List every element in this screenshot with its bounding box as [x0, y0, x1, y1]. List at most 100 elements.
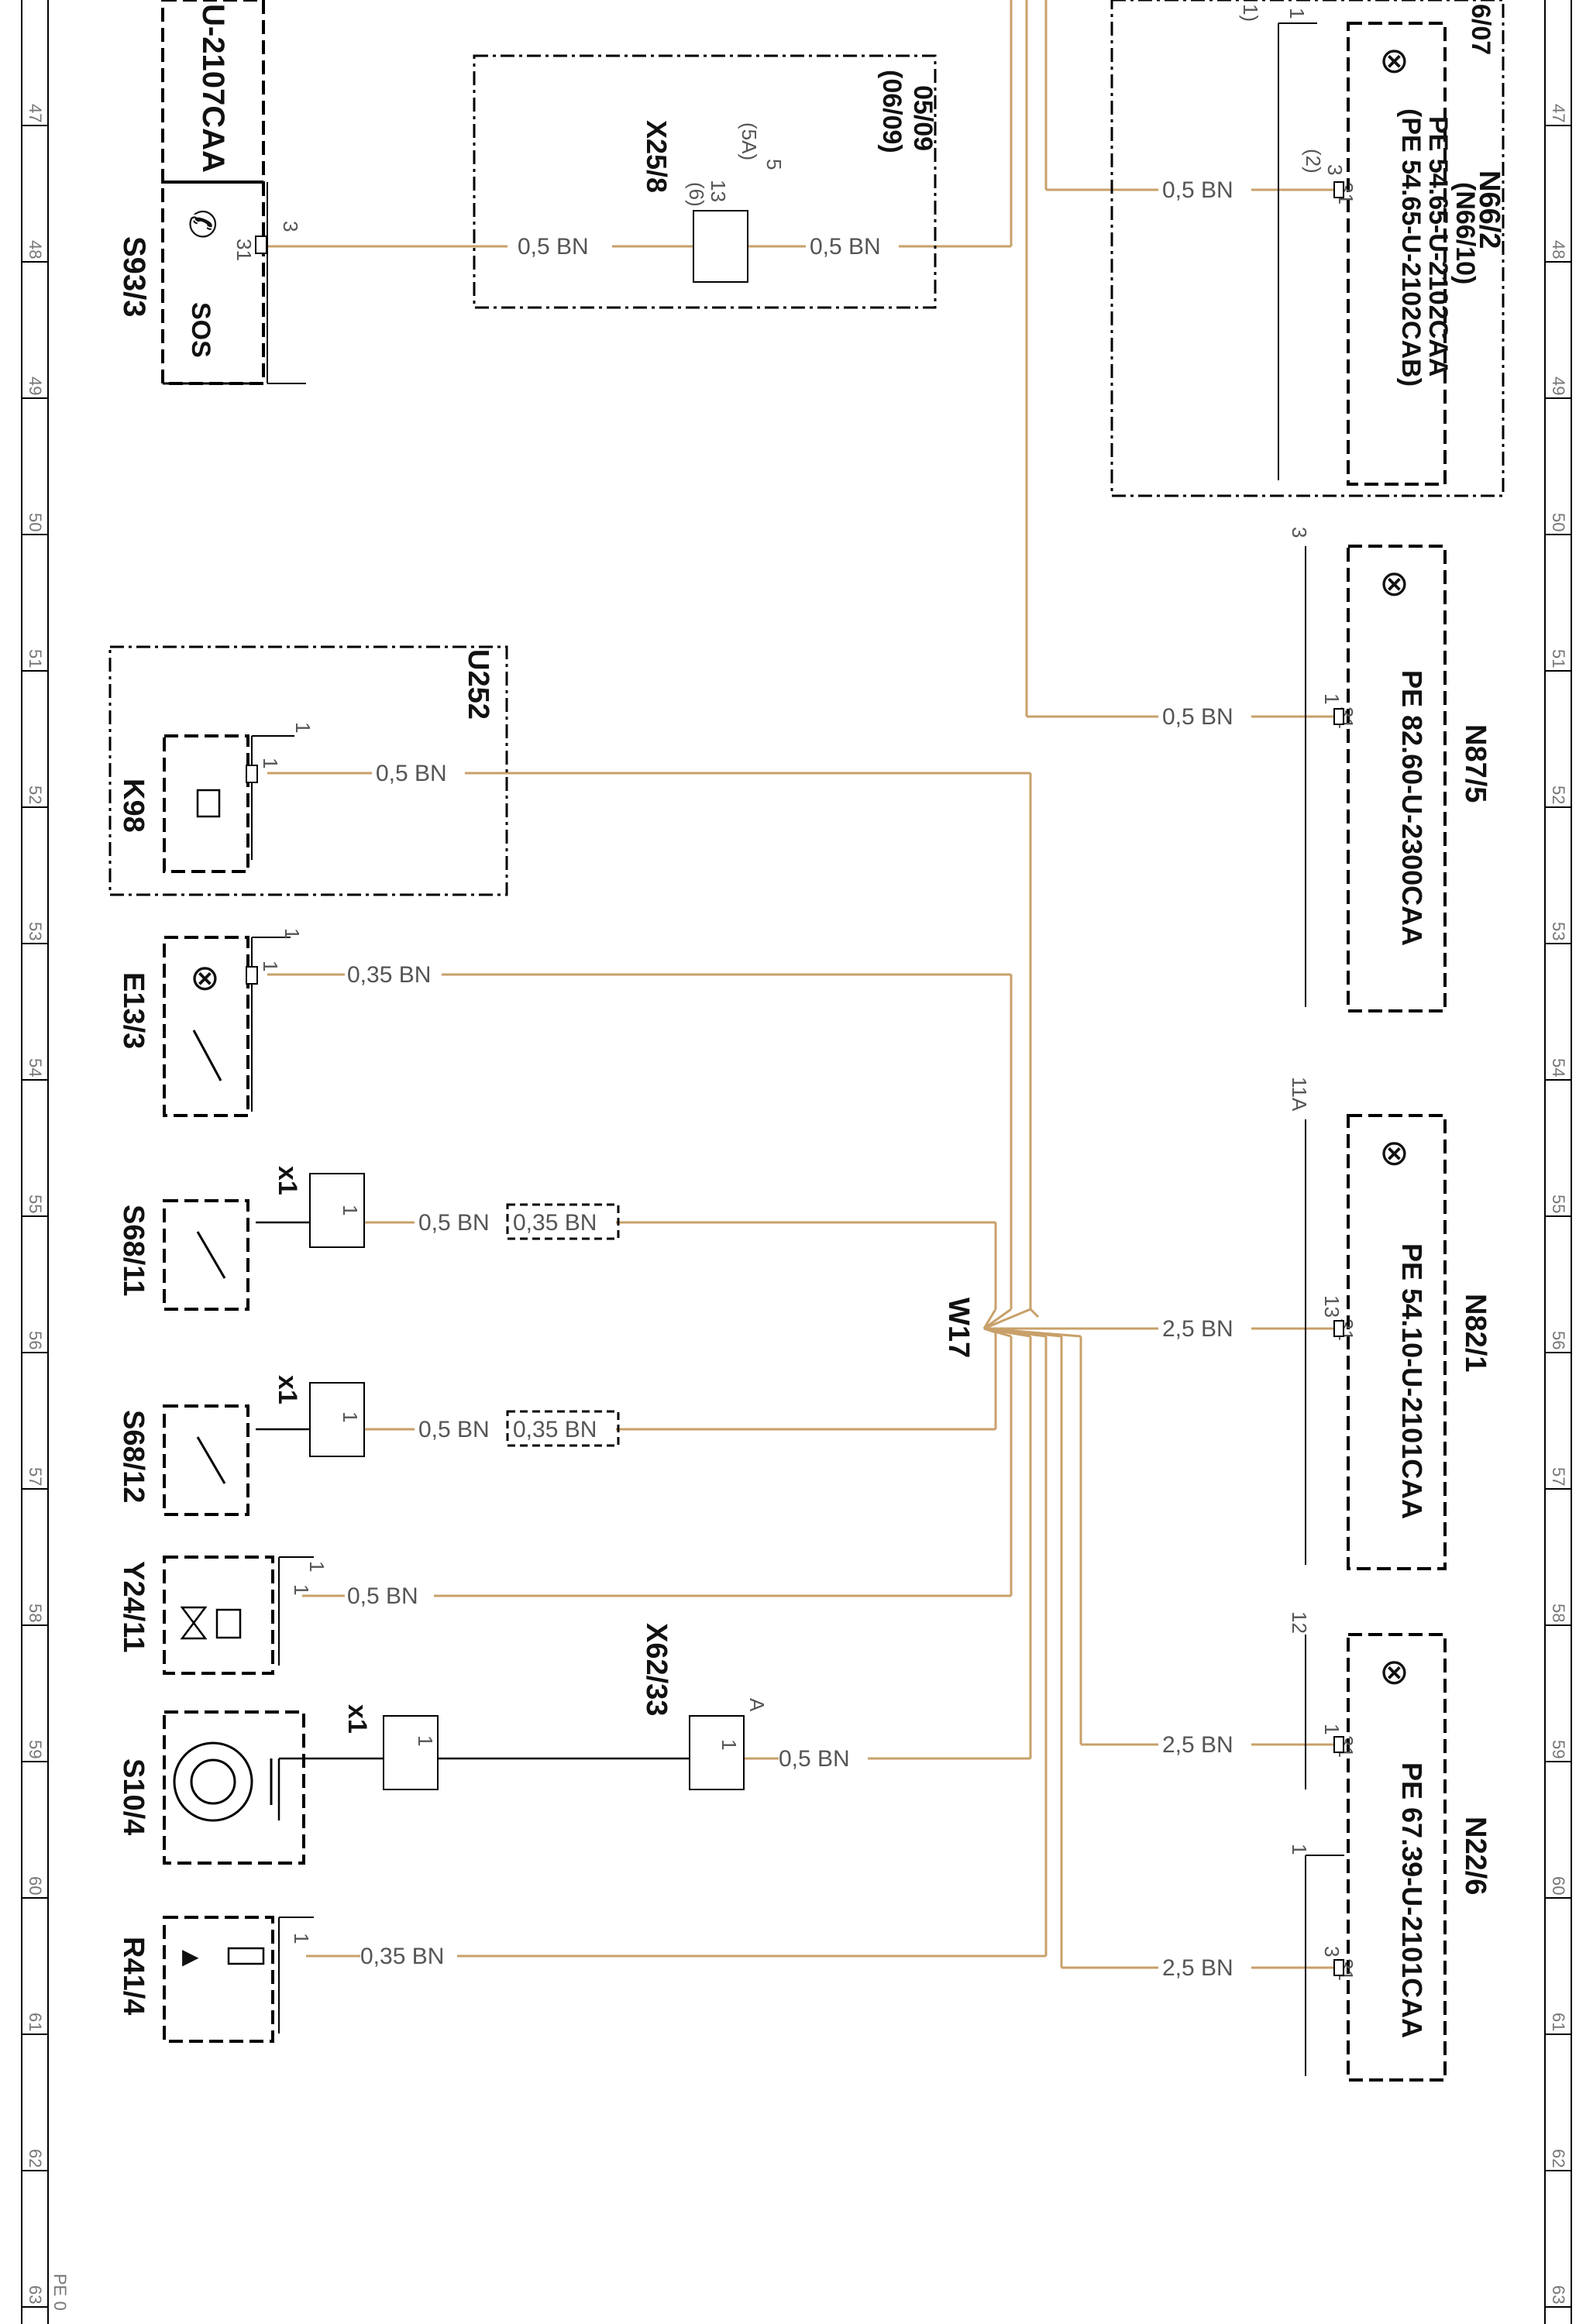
wire-label-n82: 2,5 BN [1162, 1316, 1233, 1342]
x25-pin-b: 13 [707, 180, 730, 202]
switch-icon [192, 1030, 222, 1081]
s93-pin-top: 3 [279, 221, 302, 232]
s93-pin: 31 [232, 239, 256, 261]
s68-11-module: S68/11 x1 1 [117, 1166, 620, 1311]
k98-connector [246, 765, 258, 783]
k98-pin-top: 1 [291, 722, 315, 733]
n22-code: N22/6 [1459, 1817, 1492, 1895]
n66-pin-1: 1 [1285, 8, 1309, 19]
s93-code: S93/3 [117, 236, 151, 318]
n82-pin-top: 13 [1320, 1295, 1344, 1318]
x62-connector [689, 1715, 745, 1790]
u252-k98-module: U252 K98 1 1 [108, 645, 508, 896]
r41-code: R41/4 [117, 1937, 150, 2015]
valve-coil-icon [215, 1608, 242, 1639]
wire-network [263, 0, 1340, 1969]
row-number: 55 [26, 1195, 45, 1213]
s68-11-connector [309, 1173, 365, 1248]
row-number: 61 [26, 2013, 45, 2031]
s68-12-alt-box [506, 1410, 620, 1447]
left-row-ruler [21, 0, 49, 2324]
n82-pin-11a: 11A [1288, 1077, 1311, 1112]
row-number: 51 [1549, 649, 1568, 668]
row-number: 50 [26, 513, 45, 531]
x62-pin: 1 [717, 1739, 741, 1750]
s68-12-conn: x1 [273, 1375, 302, 1404]
row-number: 51 [26, 649, 45, 668]
row-number: 63 [1549, 2285, 1568, 2304]
x25-box: X25/8 5 (5A) 13 (6) 05/09 (06/09) [473, 54, 938, 309]
s68-12-code: S68/12 [117, 1410, 150, 1503]
valve-icon [180, 1606, 208, 1640]
x25-date-a: 05/09 [908, 85, 938, 151]
wire-label-s68-11-alt: 0,35 BN [513, 1210, 597, 1236]
n87-ref: PE 82.60-U-2300CAA [1396, 670, 1428, 946]
s10-module: S10/4 x1 1 [117, 1704, 439, 1865]
n87-pin-top: 1 [1320, 693, 1344, 704]
s10-connector [383, 1715, 439, 1790]
row-number: 62 [1549, 2149, 1568, 2168]
n22-ref: PE 67.39-U-2101CAA [1396, 1762, 1428, 2038]
x25-connector [693, 210, 748, 283]
wire-label-trunk-n66: 0,5 BN [1162, 177, 1233, 203]
row-number: 49 [26, 376, 45, 395]
x25-pin-a: 5 [762, 159, 786, 170]
row-number: 60 [26, 1876, 45, 1895]
wire-label-s68-11: 0,5 BN [418, 1210, 490, 1236]
wire-label-x62: 0,5 BN [779, 1746, 850, 1772]
row-number: 52 [1549, 786, 1568, 804]
row-number: 53 [1549, 922, 1568, 940]
row-number: 53 [26, 922, 45, 940]
signal-line [256, 1221, 724, 1820]
n22-pin-b-top: 3 [1320, 1946, 1344, 1957]
phone-icon: ✆ [182, 209, 222, 239]
n22-pin-12: 12 [1288, 1611, 1311, 1634]
n82-code: N82/1 [1459, 1294, 1492, 1372]
n22-ecu-icon: ⊗ [1375, 1658, 1416, 1688]
switch-icon [196, 1231, 226, 1279]
led-icon: ▶ [182, 1944, 199, 1968]
n87-code: N87/5 [1459, 724, 1492, 803]
x62-module: X62/33 1 A [640, 1623, 769, 1790]
u252-code: U252 [462, 649, 494, 720]
wire-label-trunk-n87: 0,5 BN [1162, 704, 1233, 730]
row-number: 61 [1549, 2013, 1568, 2031]
wire-label-k98: 0,5 BN [376, 761, 447, 786]
n22-pin-1: 1 [1288, 1844, 1311, 1855]
e13-pin-top: 1 [280, 928, 304, 939]
row-number: 56 [1549, 1331, 1568, 1349]
s68-12-connector [309, 1382, 365, 1457]
s68-11-pin: 1 [339, 1205, 362, 1215]
lamp-icon: ⊗ [186, 964, 226, 994]
row-number: 63 [26, 2285, 45, 2304]
n82-ref: PE 54.10-U-2101CAA [1396, 1243, 1428, 1519]
right-row-ruler [1544, 0, 1572, 2324]
x62-code: X62/33 [640, 1623, 673, 1716]
n66-ref2: (PE 54.65-U-2102CAB) [1396, 108, 1426, 387]
u2107-code: U-2107CAA [196, 4, 230, 173]
switch-icon [196, 1436, 226, 1484]
n66-module: N66/2 (N66/10) 6/07 PE 54.65-U-2102CAA (… [1110, 0, 1505, 497]
e13-connector [246, 966, 258, 985]
k98-code: K98 [117, 779, 150, 833]
n22-module: N22/6 PE 67.39-U-2101CAA ⊗ 31 1 31 3 12 … [1288, 1611, 1492, 2082]
k98-relay-icon [196, 789, 221, 818]
row-number: 58 [1549, 1604, 1568, 1622]
n87-pin-3: 3 [1288, 527, 1311, 538]
sos-label: SOS [186, 302, 215, 358]
wire-label-x25-trunk: 0,5 BN [810, 234, 881, 260]
row-number: 59 [1549, 1740, 1568, 1758]
s93-connector [255, 235, 267, 254]
x25-code: X25/8 [641, 120, 673, 193]
y24-pin-top: 1 [305, 1561, 329, 1572]
e13-pin: 1 [259, 961, 282, 971]
s10-code: S10/4 [117, 1758, 150, 1835]
row-number: 59 [26, 1740, 45, 1758]
wire-label-s68-12: 0,5 BN [418, 1417, 490, 1442]
y24-code: Y24/11 [117, 1561, 150, 1652]
row-number: 50 [1549, 513, 1568, 531]
wire-label-e13: 0,35 BN [347, 962, 431, 988]
row-number: 47 [1549, 104, 1568, 122]
